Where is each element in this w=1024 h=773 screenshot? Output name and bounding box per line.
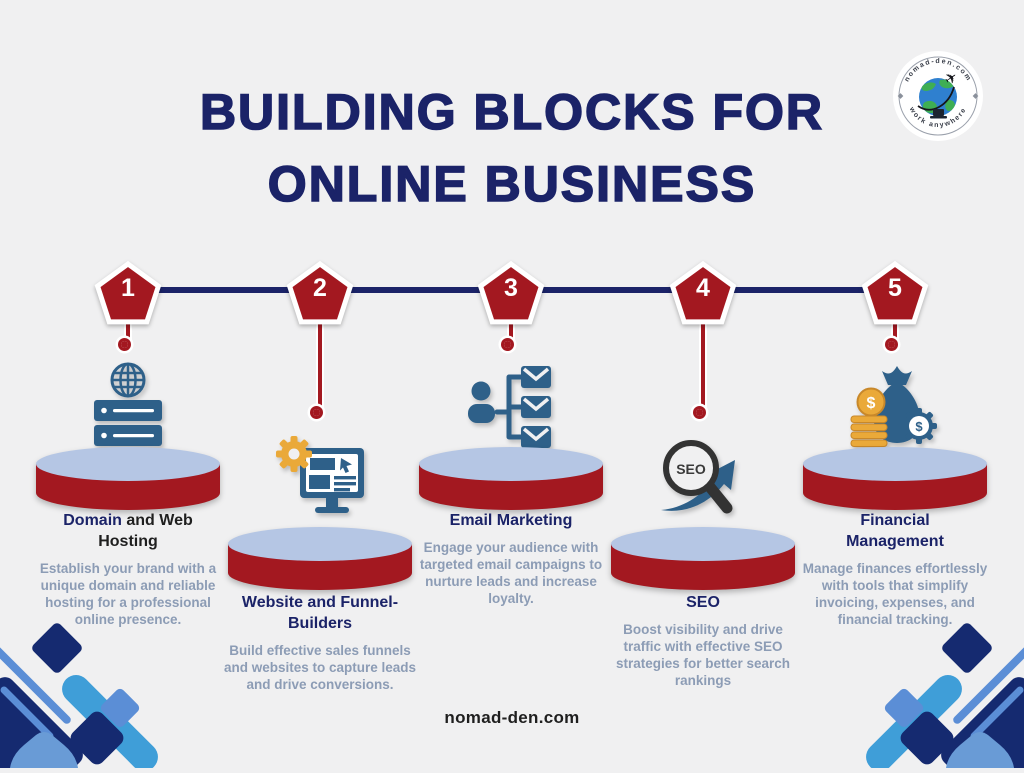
gear-dollar-label: $ — [915, 419, 923, 434]
corner-decoration-right — [849, 603, 1024, 773]
seo-magnifier-arrow-icon: SEO — [653, 432, 753, 520]
step-number: 1 — [121, 274, 135, 302]
money-bag-gear-icon: $ $ — [845, 360, 945, 448]
pentagon-badge-icon — [286, 260, 354, 325]
corner-decoration-left — [0, 603, 175, 773]
marker-dot — [310, 406, 323, 419]
step-1-marker: 1 — [90, 258, 166, 330]
page-title-line1: BUILDING BLOCKS FOR — [199, 83, 825, 141]
step-3-marker: 3 — [473, 258, 549, 330]
step-number: 4 — [696, 274, 710, 302]
geometric-ornament-icon — [866, 623, 1024, 773]
marker-stem — [318, 318, 322, 416]
pedestal — [608, 526, 798, 592]
step-4-marker: 4 — [665, 258, 741, 330]
step-2-text: Website and Funnel-Builders Build effect… — [215, 592, 425, 693]
step-number: 2 — [313, 274, 327, 302]
step-description: Engage your audience with targeted email… — [419, 540, 603, 606]
step-title: Email Marketing — [449, 512, 573, 529]
step-description: Establish your brand with a unique domai… — [39, 561, 217, 627]
step-1-text: Domain and Web Hosting Establish your br… — [23, 510, 233, 628]
pentagon-badge-icon — [477, 260, 545, 325]
step-title: SEO — [686, 594, 720, 611]
pedestal — [416, 446, 606, 512]
marker-dot — [118, 338, 131, 351]
step-title: Financial Management — [846, 512, 944, 550]
pedestal — [33, 446, 223, 512]
step-description: Build effective sales funnels and websit… — [223, 643, 417, 692]
page-title-line2: ONLINE BUSINESS — [267, 155, 757, 213]
marker-dot — [885, 338, 898, 351]
pentagon-badge-icon — [94, 260, 162, 325]
monitor-gear-icon — [270, 432, 370, 520]
pentagon-badge-icon — [669, 260, 737, 325]
geometric-ornament-icon — [0, 623, 158, 773]
marker-stem — [893, 318, 897, 348]
marker-dot — [501, 338, 514, 351]
step-5-marker: 5 — [857, 258, 933, 330]
pedestal — [225, 526, 415, 592]
pedestal — [800, 446, 990, 512]
brand-logo: nomad-den.com work anywhere ✈ — [892, 50, 984, 142]
step-5-financial-management: 5 $ — [795, 258, 995, 718]
step-title: Domain and Web Hosting — [63, 512, 193, 550]
marker-stem — [701, 318, 705, 416]
step-1-domain-hosting: 1 Domain and Web Hosting Establish your … — [28, 258, 228, 718]
audience-emails-icon — [461, 360, 561, 448]
step-2-website-funnels: 2 — [220, 258, 420, 718]
step-4-seo: 4 SEO SEO Boost visibility and drive tra… — [603, 258, 803, 718]
step-number: 3 — [504, 274, 518, 302]
step-title: Website and Funnel-Builders — [241, 594, 399, 632]
step-description: Boost visibility and drive traffic with … — [615, 622, 791, 688]
step-description: Manage finances effortlessly with tools … — [802, 561, 988, 627]
coin-dollar-label: $ — [867, 395, 876, 412]
seo-label: SEO — [676, 461, 706, 477]
step-3-text: Email Marketing Engage your audience wit… — [406, 510, 616, 607]
footer-website: nomad-den.com — [444, 708, 580, 727]
step-2-marker: 2 — [282, 258, 358, 330]
step-3-email-marketing: 3 Email Marketing Engage your audience — [411, 258, 611, 718]
globe-server-icon — [78, 360, 178, 448]
globe-airplane-icon: nomad-den.com work anywhere ✈ — [893, 51, 983, 141]
page-title: BUILDING BLOCKS FOR ONLINE BUSINESS — [0, 76, 1024, 220]
step-number: 5 — [888, 274, 902, 302]
pentagon-badge-icon — [861, 260, 929, 325]
step-5-text: Financial Management Manage finances eff… — [790, 510, 1000, 628]
marker-stem — [509, 318, 513, 348]
marker-stem — [126, 318, 130, 348]
marker-dot — [693, 406, 706, 419]
step-4-text: SEO Boost visibility and drive traffic w… — [598, 592, 808, 689]
